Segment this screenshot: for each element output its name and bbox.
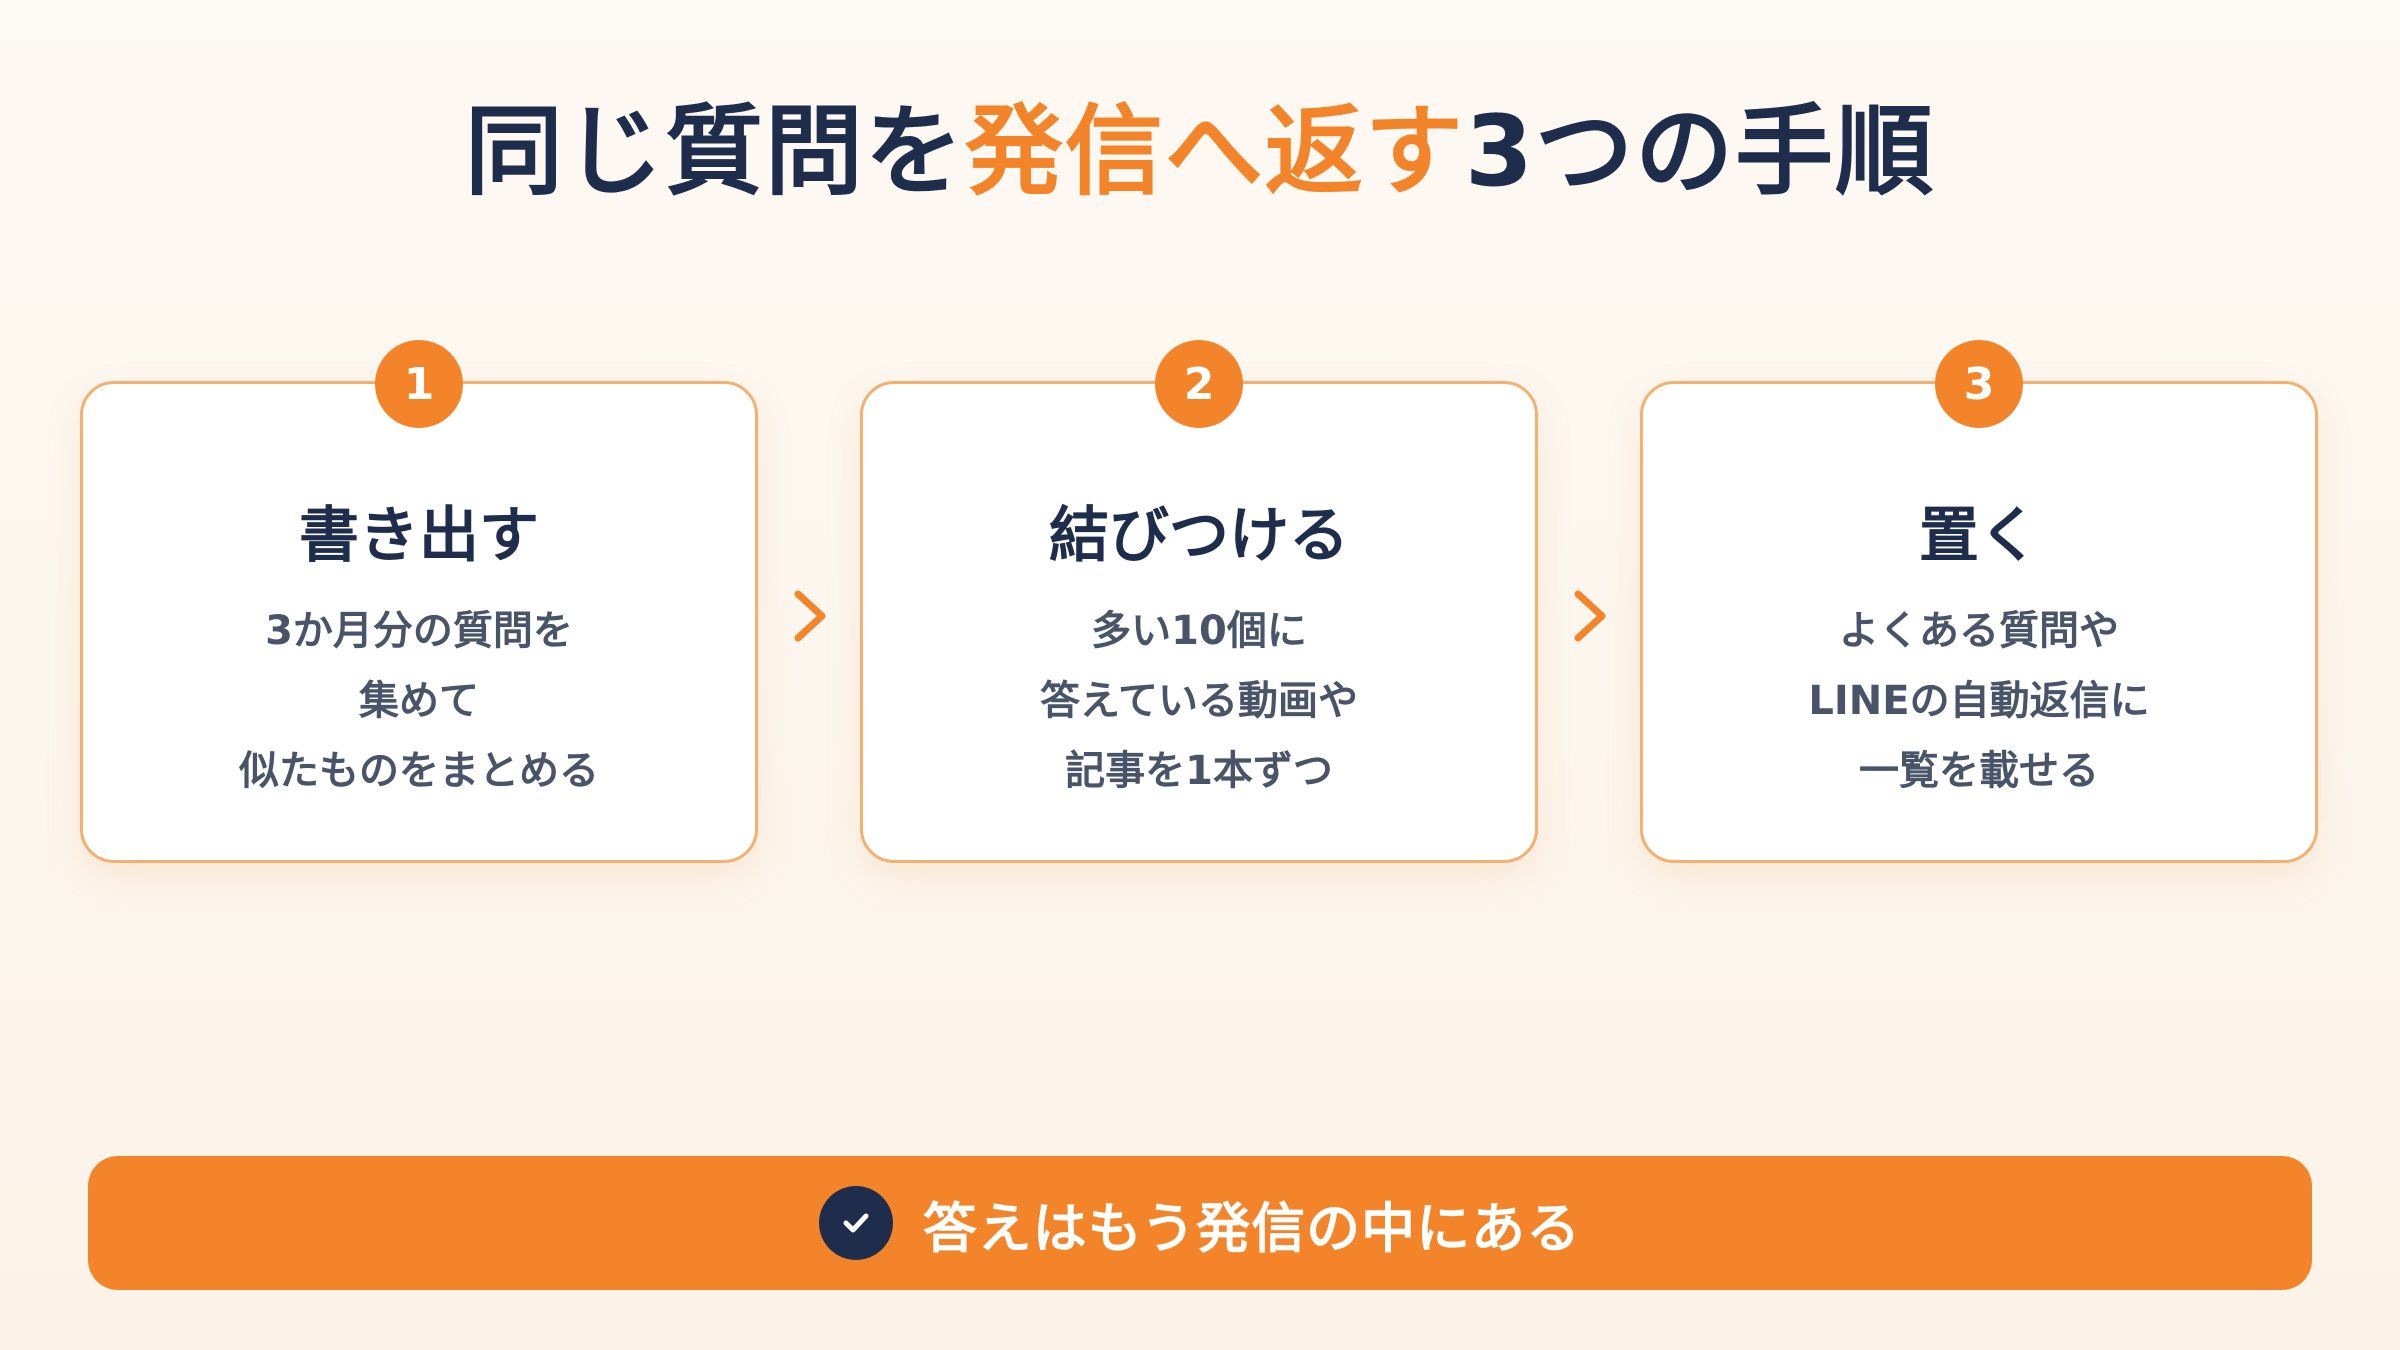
step-description-line: 一覧を載せる <box>1859 748 2099 794</box>
step-number-badge: 2 <box>1155 340 1243 428</box>
step-number-badge: 1 <box>375 340 463 428</box>
step-heading: 置く <box>1919 501 2039 571</box>
step-description-line: 記事を1本ずつ <box>1065 748 1333 794</box>
step-description-line: 多い10個に <box>1091 608 1307 654</box>
step-number-badge: 3 <box>1935 340 2023 428</box>
step-description-line: 集めて <box>359 678 479 724</box>
step-description-line: よくある質問や <box>1839 608 2119 654</box>
step-description: 3か月分の質問を 集めて 似たものをまとめる <box>83 596 755 806</box>
step-card-3: 3 置く よくある質問や LINEの自動返信に 一覧を載せる <box>1640 340 2318 863</box>
banner-text: 答えはもう発信の中にある <box>922 1196 1582 1260</box>
step-description-line: 答えている動画や <box>1040 678 1358 724</box>
chevron-right-icon <box>1574 590 1606 642</box>
step-description: よくある質問や LINEの自動返信に 一覧を載せる <box>1643 596 2315 806</box>
step-heading: 書き出す <box>299 501 539 571</box>
check-icon <box>818 1186 893 1260</box>
title-part-2: 3つの手順 <box>1464 95 1936 209</box>
step-description: 多い10個に 答えている動画や 記事を1本ずつ <box>863 596 1535 806</box>
title-accent: 発信へ返す <box>964 95 1465 209</box>
step-description-line: 3か月分の質問を <box>265 608 573 654</box>
step-card-1: 1 書き出す 3か月分の質問を 集めて 似たものをまとめる <box>80 340 758 863</box>
step-description-line: 似たものをまとめる <box>239 748 599 794</box>
step-heading: 結びつける <box>1049 501 1349 571</box>
step-card-2: 2 結びつける 多い10個に 答えている動画や 記事を1本ずつ <box>860 340 1538 863</box>
summary-banner: 答えはもう発信の中にある <box>88 1156 2312 1290</box>
step-description-line: LINEの自動返信に <box>1808 678 2150 724</box>
page-title: 同じ質問を発信へ返す3つの手順 <box>0 92 2400 212</box>
title-part-1: 同じ質問を <box>464 95 965 209</box>
chevron-right-icon <box>794 590 826 642</box>
